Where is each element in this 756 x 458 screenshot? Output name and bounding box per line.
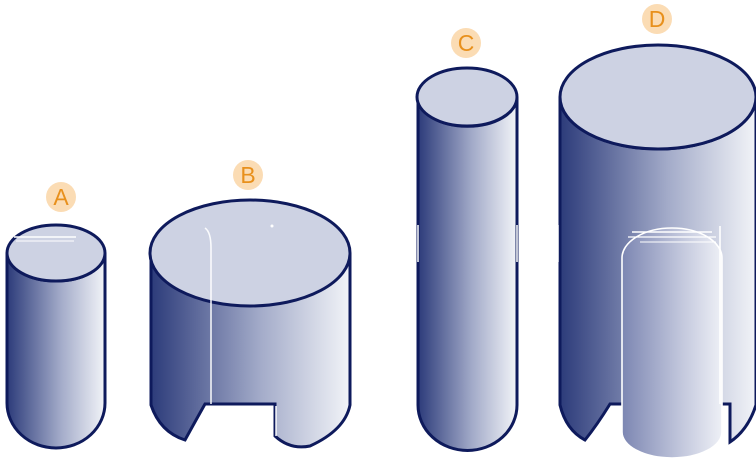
label-b-text: B — [240, 162, 255, 188]
cylinder-d — [557, 43, 756, 458]
label-d-text: D — [649, 6, 666, 32]
cylinder-b — [148, 198, 352, 449]
label-c: C — [451, 28, 481, 58]
cylinder-c-top — [415, 66, 519, 128]
label-c-text: C — [458, 30, 475, 56]
cylinder-a — [5, 223, 107, 450]
label-a-text: A — [53, 184, 69, 210]
label-a-badge — [46, 182, 76, 212]
label-b-badge — [233, 160, 263, 190]
cylinder-b-top — [148, 198, 352, 308]
cylinder-b-cutout-edge — [204, 227, 212, 404]
label-d: D — [642, 4, 672, 34]
label-d-badge — [642, 4, 672, 34]
cylinder-d-inner-cylinder — [621, 227, 723, 458]
cylinder-c-side — [416, 96, 519, 452]
cylinder-c — [415, 66, 519, 452]
label-c-badge — [451, 28, 481, 58]
cylinder-a-top — [5, 223, 107, 283]
cylinder-d-top — [558, 43, 756, 151]
label-b: B — [233, 160, 263, 190]
label-a: A — [46, 182, 76, 212]
